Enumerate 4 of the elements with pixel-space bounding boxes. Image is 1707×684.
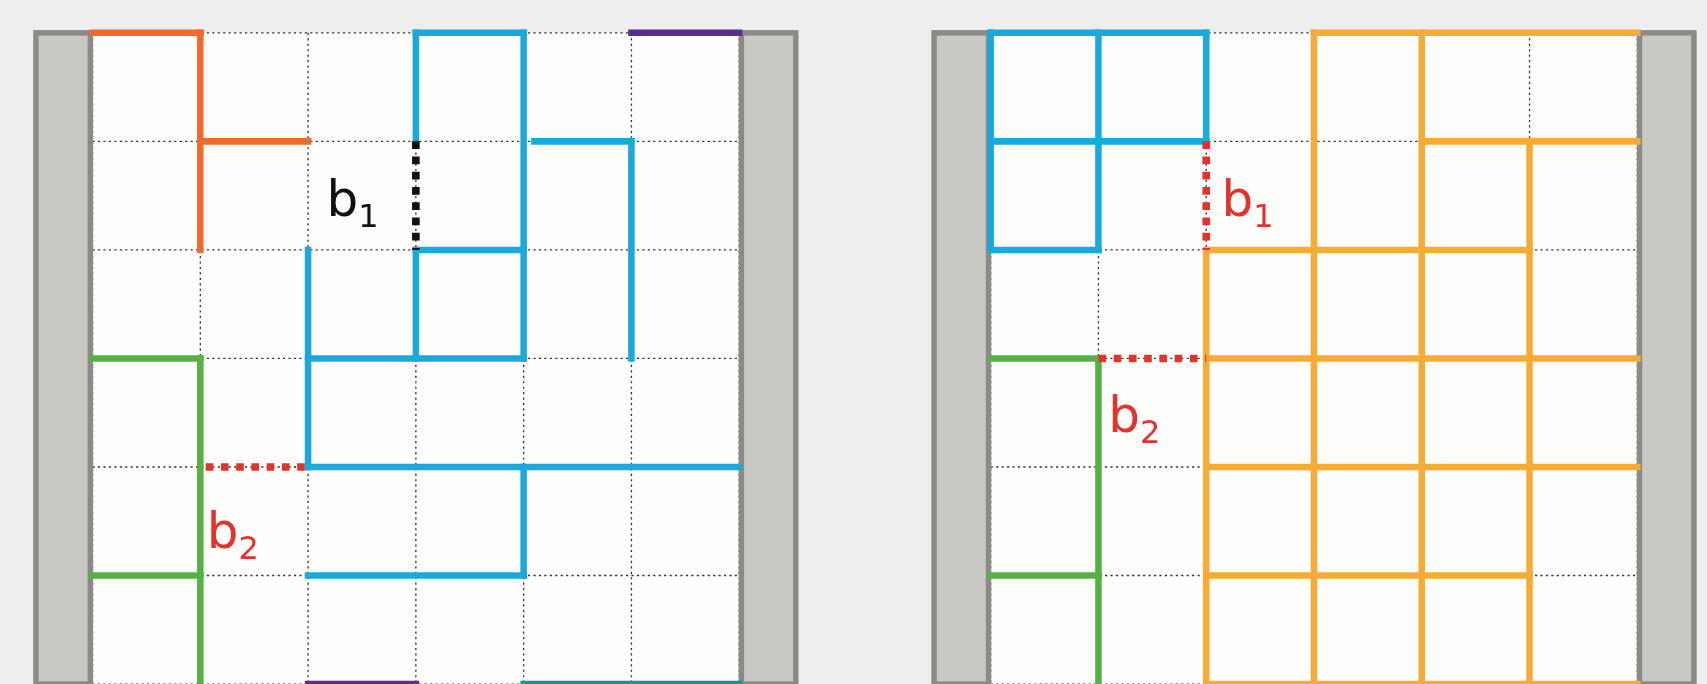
bond-label: b$_{1}$ (326, 174, 379, 233)
bond-label: b$_{1}$ (1221, 174, 1274, 233)
bond-label: b$_{2}$ (206, 506, 259, 565)
bond-label: b$_{2}$ (1108, 389, 1161, 448)
